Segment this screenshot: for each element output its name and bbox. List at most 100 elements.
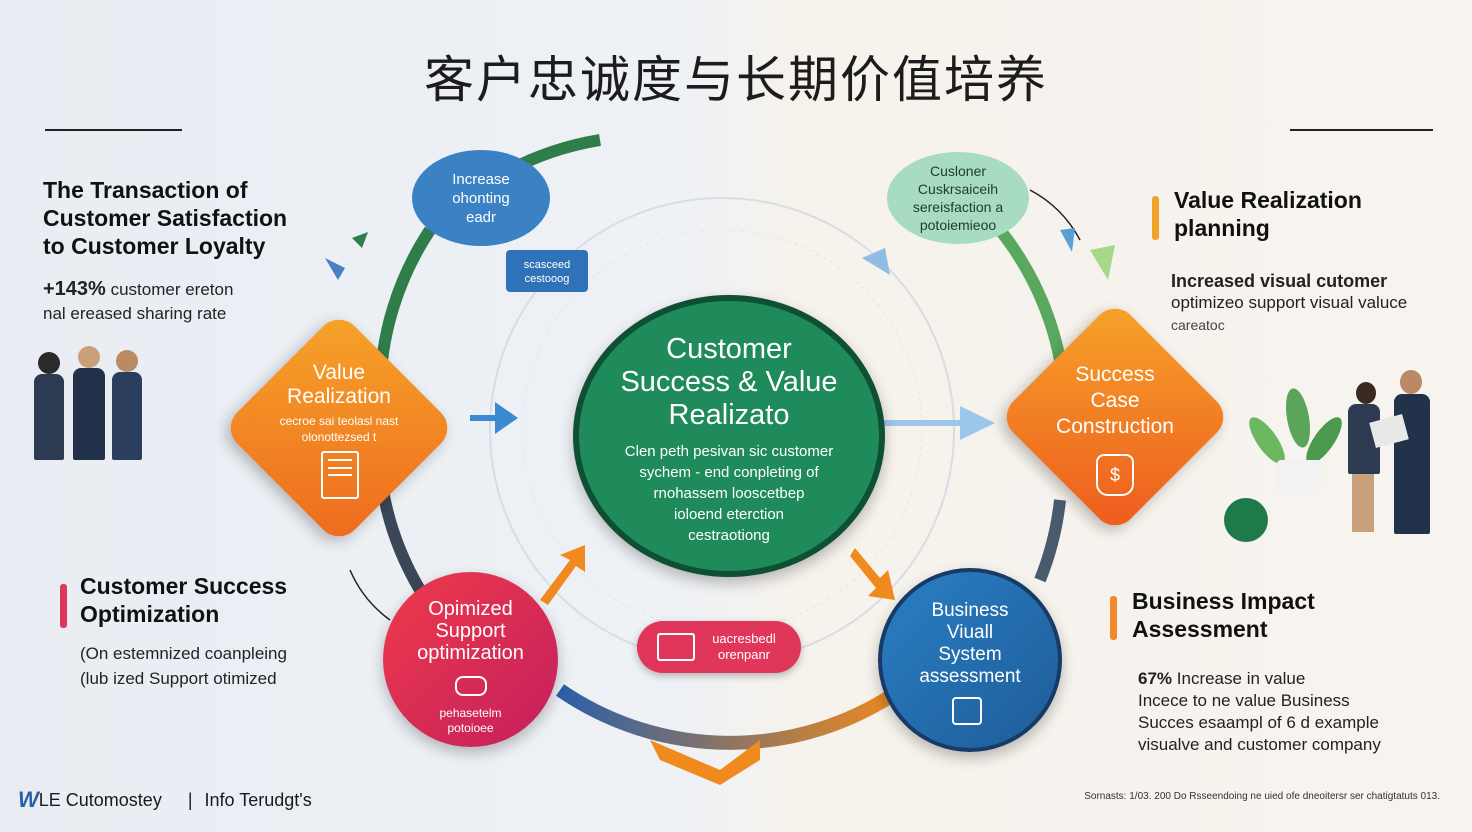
heading-line: Optimization: [80, 601, 220, 627]
node-sub-line: cecroe sai teolasl nast: [279, 414, 399, 428]
footer-source: Sornasts: 1/03. 200 Do Rsseendoing ne ui…: [1084, 791, 1440, 802]
node-title-line: Value: [312, 361, 366, 384]
node-sub-line: olonottezsed t: [301, 430, 377, 444]
page-title: 客户忠诚度与长期价值培养: [424, 51, 1048, 109]
bubble-line: Cusloner: [929, 163, 987, 179]
left-optimization-details: (On estemnized coanpleing (lub ized Supp…: [80, 641, 380, 691]
leaf-icon: [1090, 245, 1115, 280]
arrow-up-left: [540, 545, 585, 605]
stat-value: +143%: [43, 278, 106, 300]
title-rule-left: [45, 129, 182, 131]
accent-bar-pink: [60, 584, 67, 628]
detail-line: optimizeo support visual valuce: [1171, 293, 1408, 312]
right-impact-details: 67% Increase in value Incece to ne value…: [1138, 668, 1458, 756]
node-title-line: Viuall: [946, 622, 994, 643]
detail-line: Increased visual cutomer: [1171, 271, 1388, 291]
node-success-case: Success Case Construction $: [997, 299, 1233, 535]
node-title-line: Business: [931, 600, 1009, 621]
stat-label: customer ereton: [110, 280, 234, 299]
left-heading-optimization: Customer Success Optimization: [80, 572, 340, 628]
heading-line: planning: [1174, 215, 1270, 241]
node-value-realization: Value Realization cecroe sai teolasl nas…: [221, 310, 457, 546]
node-title-line: System: [938, 644, 1002, 665]
node-title-line: optimization: [417, 642, 524, 664]
thin-arc-top-right: [1029, 189, 1081, 241]
heading-line: to Customer Loyalty: [43, 233, 266, 259]
bubble-line: potoiemieoo: [919, 217, 997, 233]
detail-line: Succes esaampl of 6 d example: [1138, 713, 1379, 732]
center-body-line: ioloend eterction: [673, 506, 785, 523]
arrow-bottom: [650, 740, 760, 785]
node-title-line: Construction: [1056, 415, 1174, 438]
node-title-line: Support: [435, 620, 506, 642]
right-heading-business-impact: Business Impact Assessment: [1132, 587, 1392, 643]
bubble-increase: Increase ohonting eadr: [412, 150, 550, 246]
bubble-line: cestooog: [524, 273, 570, 285]
brand-logo-icon: W: [18, 787, 39, 812]
thin-arc-bottom-left: [349, 569, 391, 621]
brand-name: LE Cutomostey: [38, 789, 162, 810]
office-illustration: [1222, 368, 1442, 548]
document-icon: [321, 451, 359, 499]
leaf-icon: [1060, 228, 1075, 252]
node-optimized-support: Opimized Support optimization pehasetelm…: [383, 572, 558, 747]
heading-line: The Transaction of: [43, 177, 248, 203]
node-sub-line: pehasetelm: [439, 706, 502, 720]
footer-info: Info Terudgt's: [204, 789, 312, 810]
ring-arc-green-right: [995, 226, 1066, 362]
leaf-icon: [352, 232, 368, 248]
node-title-line: Case: [1090, 389, 1140, 412]
heading-line: Customer Satisfaction: [43, 205, 288, 231]
left-heading-transaction: The Transaction of Customer Satisfaction…: [43, 176, 333, 260]
footer-separator: |: [187, 789, 193, 810]
money-bag-icon: $: [1096, 454, 1134, 496]
center-body-line: rnohassem looscetbep: [653, 485, 805, 502]
stat-label: Increase in value: [1176, 669, 1306, 688]
node-sub-line: potoioee: [447, 721, 494, 735]
node-title-line: Opimized: [428, 598, 513, 620]
hand-icon: [952, 697, 982, 725]
heading-line: Customer Success: [80, 573, 288, 599]
pill-badge: uacresbedl orenpanr: [637, 621, 801, 673]
bubble-customer-satisfaction: Cusloner Cuskrsaiceih sereisfaction a po…: [887, 152, 1029, 244]
handshake-icon: [455, 676, 487, 696]
heading-line: Assessment: [1132, 616, 1268, 642]
center-title-line: Customer: [666, 333, 792, 365]
plant-icon: [1243, 386, 1348, 494]
chart-icon: [657, 633, 695, 661]
heading-line: Value Realization: [1174, 187, 1362, 213]
accent-bar-yellow: [1152, 196, 1159, 240]
pill-line: uacresbedl: [712, 631, 776, 646]
bubble-line: Cuskrsaiceih: [917, 181, 999, 197]
center-title-line: Realizato: [668, 399, 790, 431]
bubble-line: sereisfaction a: [912, 199, 1004, 215]
right-heading-value-planning: Value Realization planning: [1174, 186, 1434, 242]
detail-line: Incece to ne value Business: [1138, 691, 1350, 710]
business-people-illustration: [30, 342, 150, 464]
arrow-up-right: [850, 548, 895, 600]
bubble-small: scasceed cestooog: [506, 250, 588, 292]
bubble-line: ohonting: [452, 189, 510, 207]
node-business-visual: Business Viuall System assessment: [878, 568, 1062, 752]
leaf-icon: [325, 258, 345, 280]
arrow-right-right: [880, 406, 995, 440]
node-title-line: Success: [1075, 363, 1155, 386]
arrow-right-left: [470, 402, 518, 434]
detail-line: visualve and customer company: [1138, 735, 1381, 754]
heading-line: Business Impact: [1132, 588, 1315, 614]
center-body-line: sychem - end conpleting of: [639, 464, 819, 481]
center-title-line: Success & Value: [620, 366, 838, 398]
right-value-details: Increased visual cutomer optimizeo suppo…: [1171, 270, 1461, 336]
left-stat-block: +143% customer ereton nal ereased sharin…: [43, 278, 343, 325]
stat-value: 67%: [1138, 669, 1173, 688]
accent-bar-orange: [1110, 596, 1117, 640]
title-rule-right: [1290, 129, 1433, 131]
ring-arc-slate-right: [1034, 499, 1066, 583]
leaf-icon: [862, 248, 890, 275]
center-body-line: Clen peth pesivan sic customer: [624, 443, 834, 460]
node-title-line: Realization: [287, 385, 391, 408]
detail-line: (On estemnized coanpleing: [80, 644, 287, 663]
bubble-line: Increase: [452, 170, 510, 188]
node-title-line: assessment: [919, 666, 1021, 687]
bubble-line: eadr: [465, 208, 497, 226]
